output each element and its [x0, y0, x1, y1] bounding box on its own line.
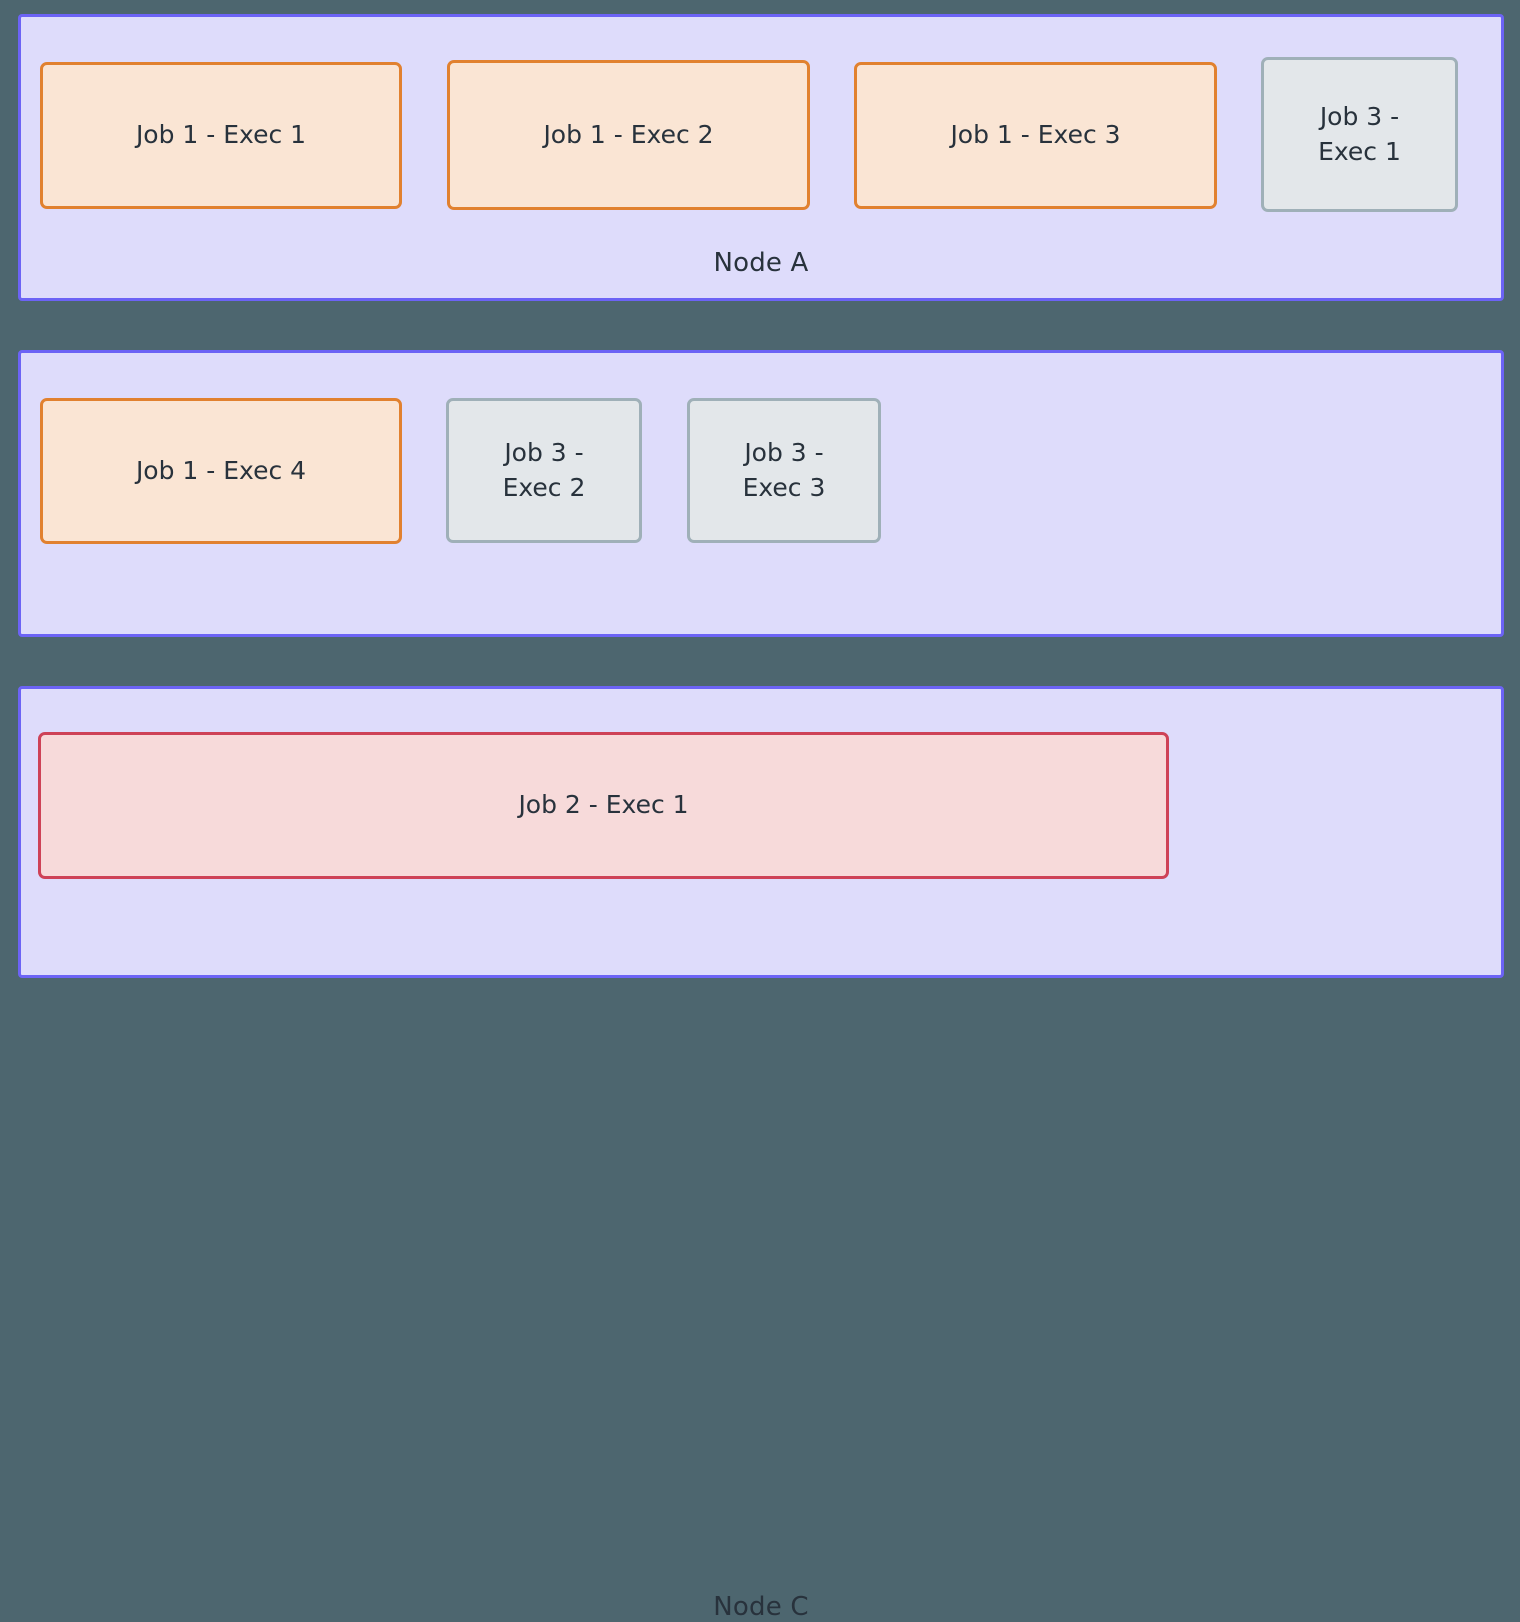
task-box-job3-exec1[interactable]: Job 3 - Exec 1	[1261, 57, 1458, 212]
task-box-job3-exec3[interactable]: Job 3 - Exec 3	[687, 398, 881, 543]
task-box-job2-exec1[interactable]: Job 2 - Exec 1	[38, 732, 1169, 879]
task-box-job3-exec2[interactable]: Job 3 - Exec 2	[446, 398, 642, 543]
task-box-job1-exec1[interactable]: Job 1 - Exec 1	[40, 62, 402, 209]
task-box-job1-exec3[interactable]: Job 1 - Exec 3	[854, 62, 1217, 209]
node-label-a: Node A	[713, 248, 809, 278]
node-label-c: Node C	[713, 1592, 809, 1622]
task-box-job1-exec2[interactable]: Job 1 - Exec 2	[447, 60, 810, 210]
diagram-canvas: Node A Job 1 - Exec 1 Job 1 - Exec 2 Job…	[18, 14, 1504, 1620]
task-box-job1-exec4[interactable]: Job 1 - Exec 4	[40, 398, 402, 544]
